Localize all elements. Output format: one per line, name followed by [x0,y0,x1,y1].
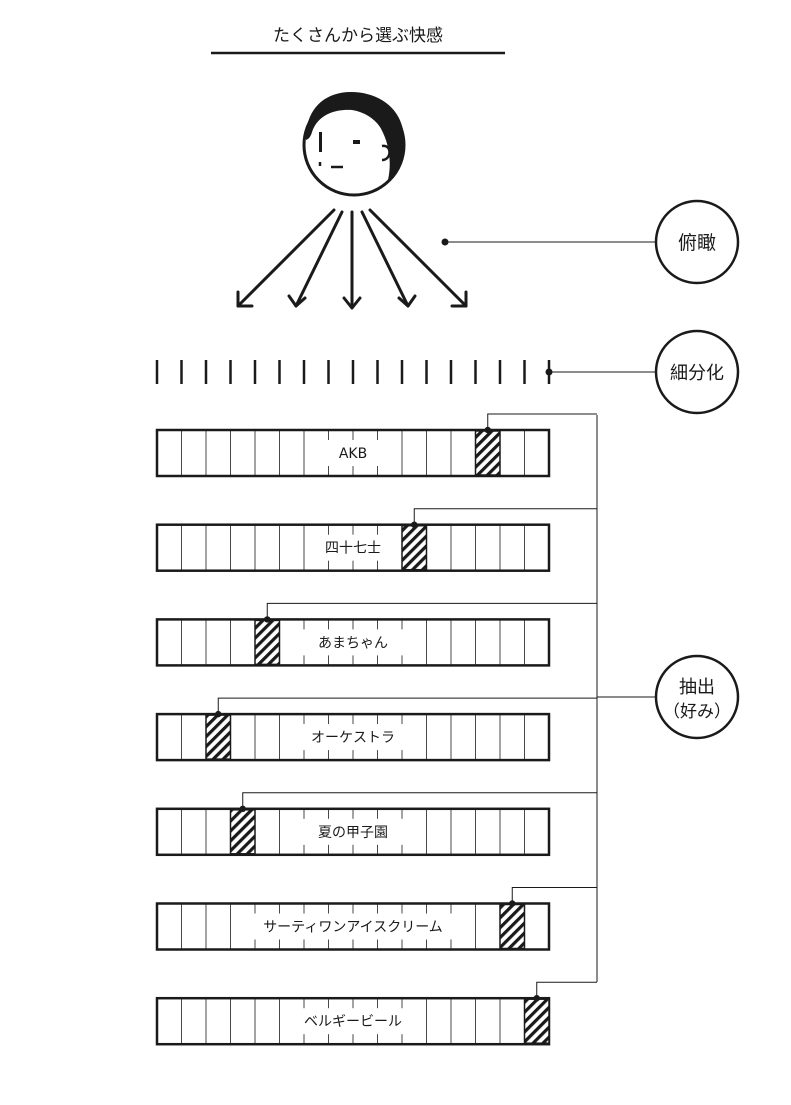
extract-circle [654,654,740,740]
selection-connector [487,413,597,430]
row-label-background [309,534,397,561]
category-row: ベルギービール [155,981,597,1046]
selection-dot [215,710,222,718]
gaze-arrows [236,208,468,310]
row-label: オーケストラ [311,730,395,746]
category-row: 夏の甲子園 [155,792,597,857]
selected-cell [474,430,501,476]
selected-cell [401,524,428,571]
subdivide-label: 細分化 [670,363,724,384]
selected-cell [229,809,256,855]
selection-connector [536,981,597,999]
subdivide-circle [654,329,740,415]
row-label: 夏の甲子園 [318,825,388,841]
selection-dot [411,521,418,528]
extract-sublabel: （好み） [663,702,731,722]
selection-connector [217,697,597,715]
selected-cell [254,619,281,666]
tick-marks [155,360,551,384]
overview-circle [654,199,740,285]
subdivide-leader-dot [545,368,553,376]
row-label: 四十七士 [325,541,381,557]
selection-connector [511,887,597,904]
extract-label: 抽出 [679,677,715,698]
person-head-icon [302,92,406,197]
category-row: AKB [155,413,597,478]
row-label-background [285,1008,421,1035]
row-label: ベルギービール [304,1014,402,1030]
row-label: AKB [339,446,367,462]
selection-dot [239,805,246,812]
category-row: オーケストラ [155,697,597,762]
category-rows: AKB 四十七士あまちゃんオーケストラ夏の甲子園サーティワンアイスクリームベルギー… [155,413,597,1046]
selected-cell [205,714,232,760]
diagram-title: たくさんから選ぶ快感 [273,26,443,46]
selection-connector [266,602,597,620]
category-row: あまちゃん [155,602,597,667]
selection-connector [242,792,597,809]
selected-cell [523,998,550,1044]
category-row: サーティワンアイスクリーム [155,887,597,951]
selection-connector [413,508,597,525]
row-label-background [293,724,413,751]
selected-cell [499,903,526,950]
row-label: サーティワンアイスクリーム [263,920,443,936]
row-label-background [301,629,405,656]
overview-label: 俯瞰 [678,232,716,254]
selection-dot [509,900,516,907]
selection-dot [533,995,540,1002]
row-label-background [317,440,389,466]
row-label-background [237,913,469,940]
row-label-background [301,818,405,845]
category-row: 四十七士 [155,508,597,572]
selection-dot [264,616,271,623]
selection-dot [484,426,491,434]
overview-leader-dot [441,238,449,246]
row-label: あまちゃん [318,635,388,651]
